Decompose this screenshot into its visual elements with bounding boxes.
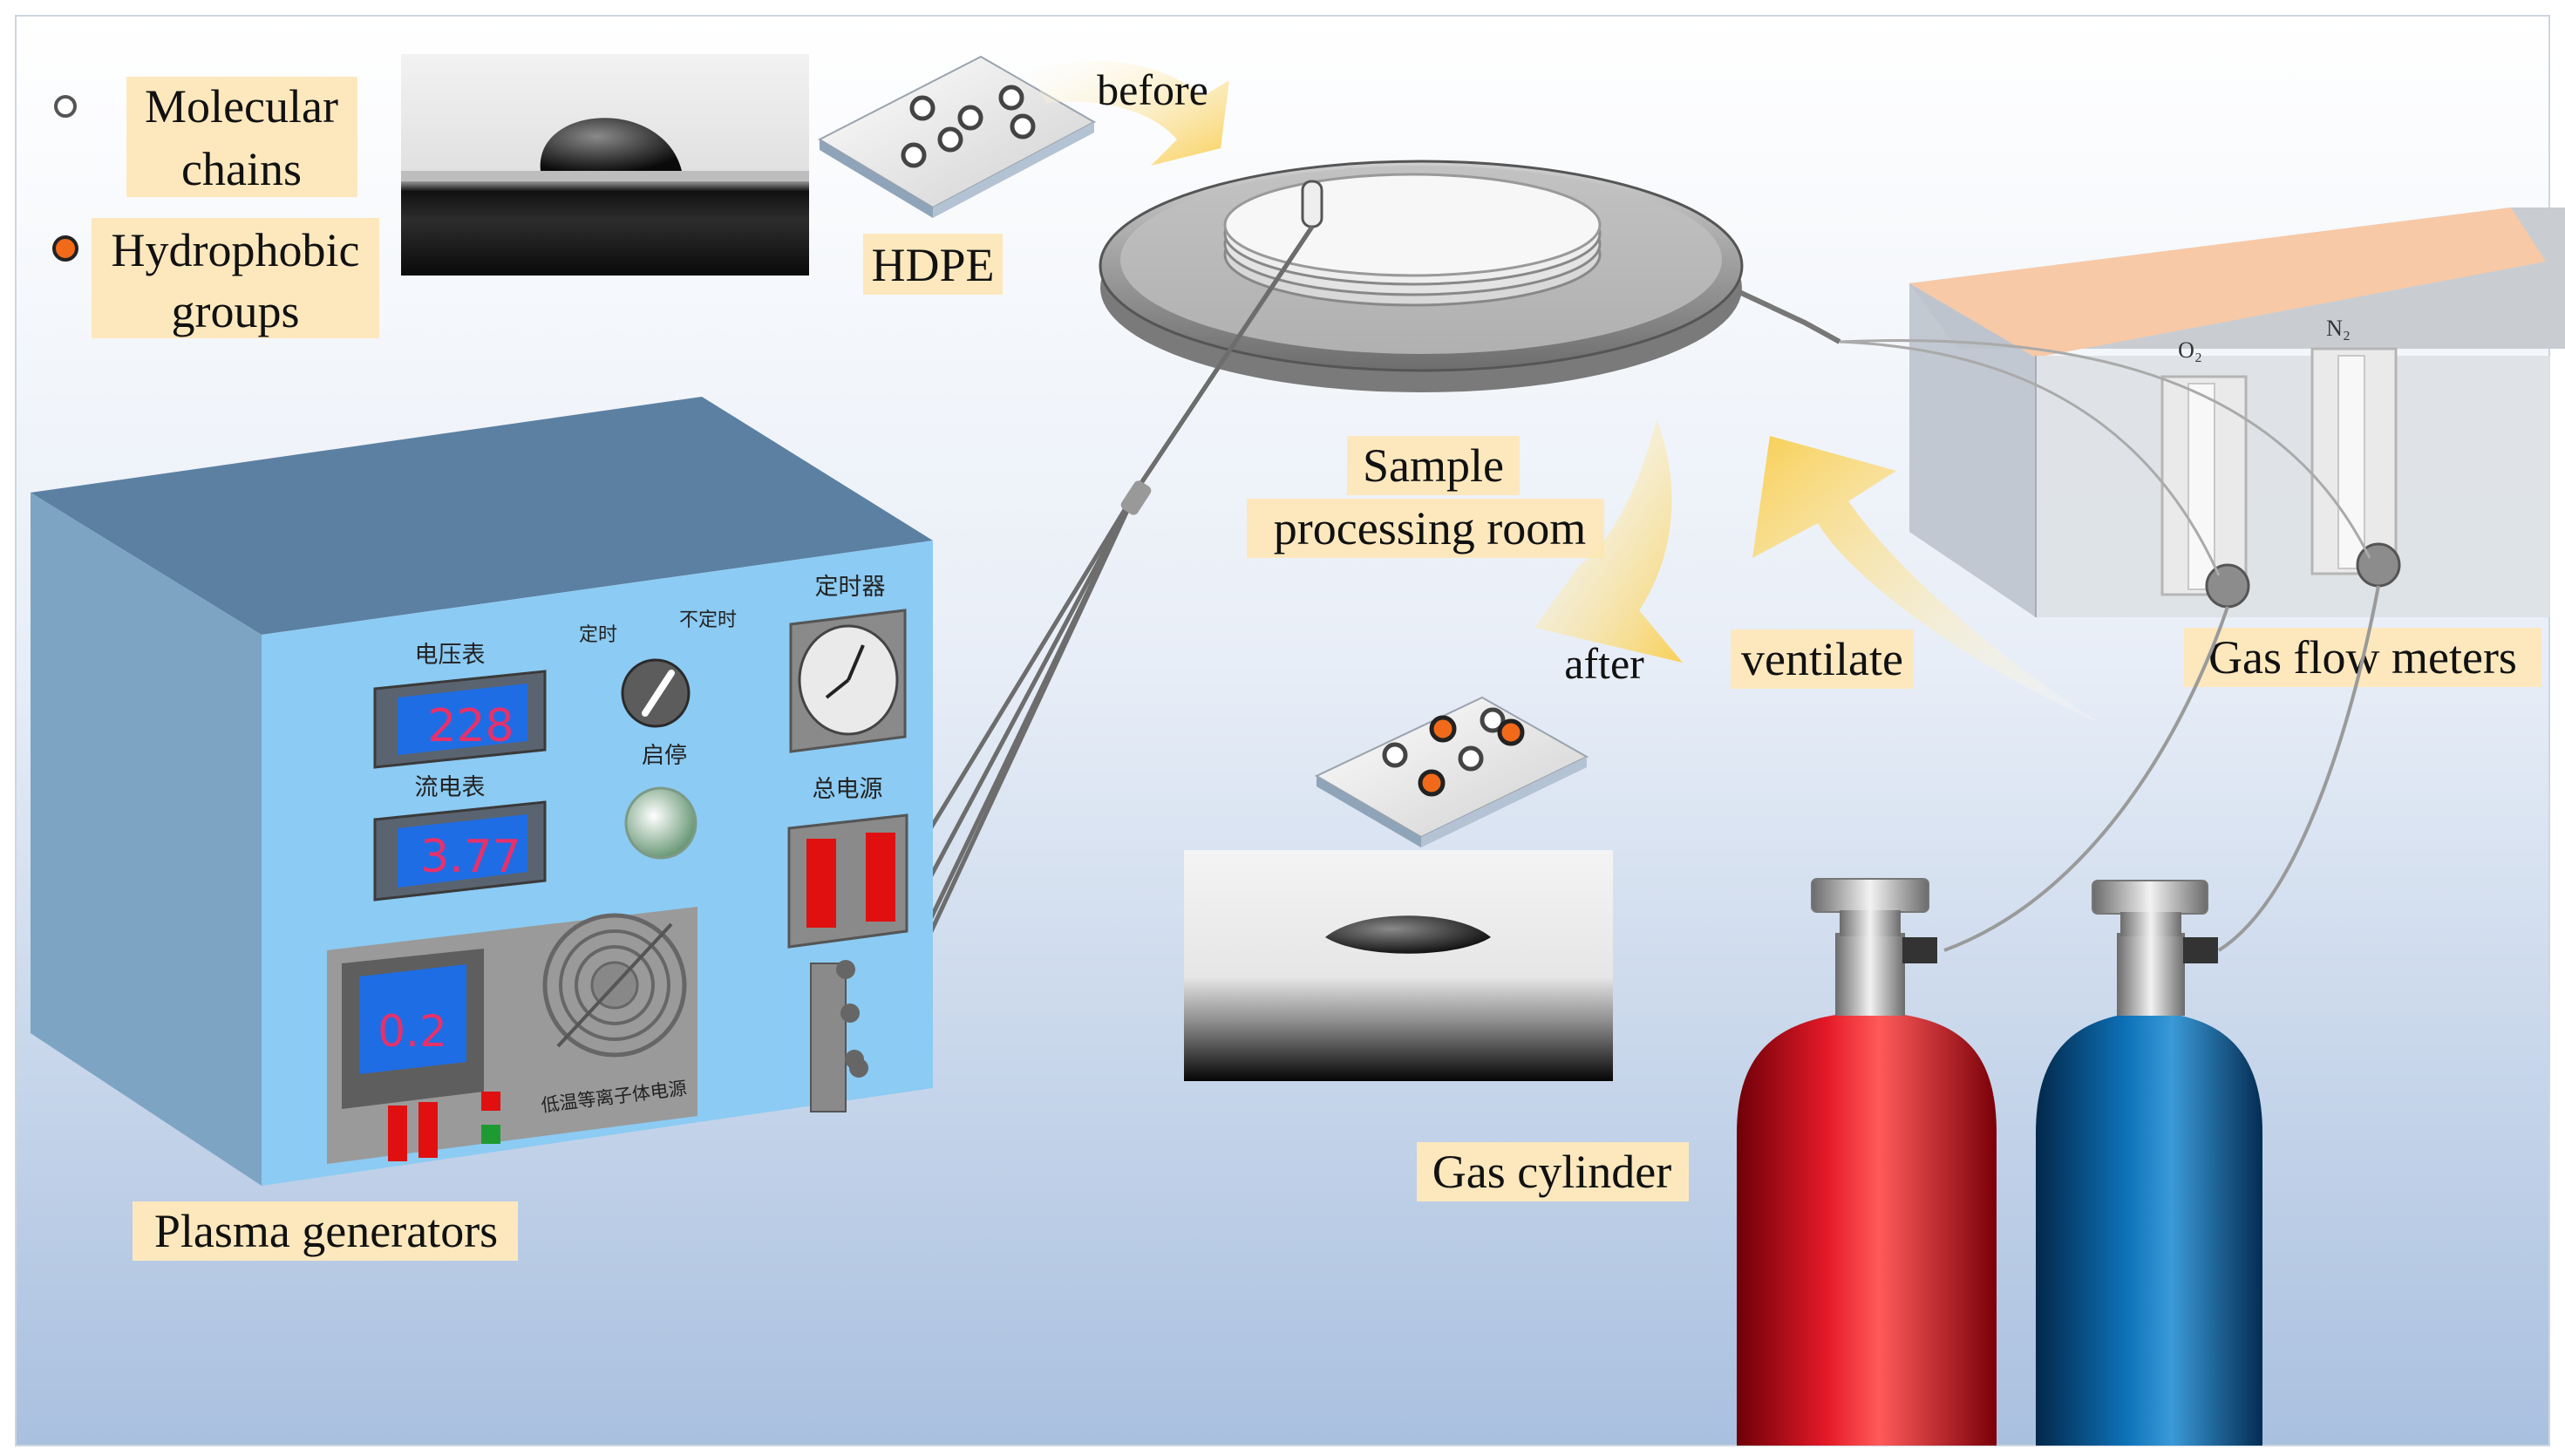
green-indicator-light — [481, 1125, 500, 1144]
gas-cylinder-label: Gas cylinder — [1432, 1146, 1671, 1198]
plasma-generators-label: Plasma generators — [154, 1205, 498, 1257]
sample-room-label-line1: Sample — [1363, 439, 1504, 492]
hydrophobic-group-marker-icon — [52, 235, 78, 262]
treated-sample-plate — [1314, 696, 1589, 847]
sample-room-label-line2: processing room — [1274, 502, 1586, 555]
legend: Molecular chains Hydrophobic groups — [52, 77, 379, 338]
small-display-value: 0.2 — [378, 1006, 447, 1057]
label-bg — [92, 218, 379, 338]
before-label: before — [1097, 65, 1208, 114]
legend-hydrophobic-groups-line1: Hydrophobic — [112, 224, 360, 276]
label-bg — [133, 1201, 518, 1261]
voltmeter-value: 228 — [427, 700, 514, 752]
legend-molecular-chains-line2: chains — [181, 143, 302, 195]
legend-hydrophobic-groups-line2: groups — [172, 285, 300, 337]
untimed-label: 不定时 — [679, 609, 737, 631]
red-indicator-light — [481, 1092, 500, 1111]
red-gas-cylinder — [1737, 878, 1997, 1446]
cable-connector — [1120, 480, 1152, 515]
ventilate-label: ventilate — [1741, 633, 1903, 685]
start-stop-button-icon[interactable] — [624, 786, 697, 860]
electrode-connectors — [810, 960, 868, 1112]
contact-angle-photo-after — [1184, 850, 1613, 1081]
o2-knob-icon[interactable] — [2205, 563, 2250, 609]
label-bg — [126, 77, 357, 197]
hdpe-label: HDPE — [871, 239, 994, 291]
label-bg — [1247, 499, 1604, 558]
hdpe-sample-plate — [817, 55, 1097, 218]
n2-meter-label: N₂ — [2326, 316, 2351, 341]
main-power-label: 总电源 — [813, 776, 883, 803]
voltmeter-label: 电压表 — [415, 642, 486, 669]
plasma-generator: 电压表 228 流电表 3.77 定时 不定时 启停 定时器 总电源 0.2 — [31, 397, 933, 1186]
cooling-fan-icon — [542, 913, 687, 1058]
label-bg — [1731, 629, 1914, 689]
ammeter-value: 3.77 — [420, 831, 521, 883]
gas-flow-meter-box: O₂ N₂ — [1839, 208, 2565, 617]
blue-gas-cylinder — [2036, 880, 2262, 1446]
contact-angle-photo-before — [401, 54, 809, 276]
label-bg — [863, 234, 1003, 295]
ammeter-label: 流电表 — [415, 774, 486, 801]
timed-label: 定时 — [579, 624, 617, 646]
after-label: after — [1564, 639, 1644, 688]
before-arrow — [1029, 61, 1229, 166]
molecular-chain-marker-icon — [54, 95, 77, 118]
start-stop-label: 启停 — [642, 743, 687, 769]
sample-processing-room — [1099, 160, 1841, 392]
after-arrow — [1534, 418, 1683, 663]
label-bg — [1347, 436, 1520, 495]
ventilate-arrow — [1752, 436, 2101, 724]
timer-label: 定时器 — [815, 574, 886, 601]
o2-meter-label: O₂ — [2178, 337, 2202, 363]
legend-molecular-chains-line1: Molecular — [145, 80, 338, 133]
label-bg — [1417, 1142, 1689, 1201]
gas-lines-to-cylinders — [1943, 585, 2380, 952]
n2-knob-icon[interactable] — [2356, 542, 2401, 588]
